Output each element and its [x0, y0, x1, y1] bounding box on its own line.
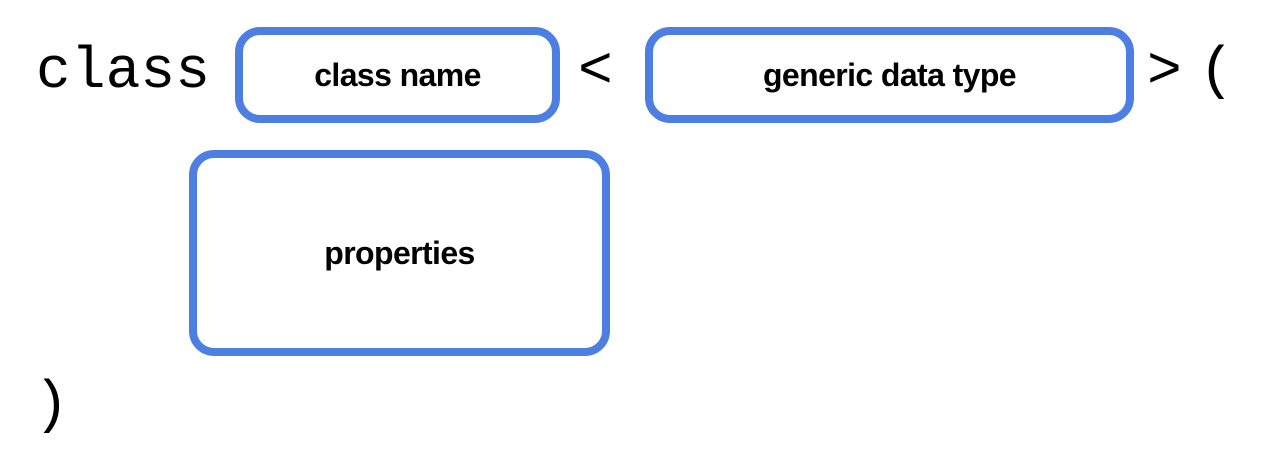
slot-properties[interactable]: properties	[189, 150, 610, 356]
slot-class-name[interactable]: class name	[235, 27, 560, 123]
angle-bracket-close-token: >	[1147, 40, 1182, 105]
slot-generic-data-type[interactable]: generic data type	[645, 27, 1134, 123]
parenthesis-open-token: (	[1199, 40, 1234, 105]
slot-generic-data-type-label: generic data type	[762, 57, 1017, 93]
slot-class-name-label: class name	[314, 57, 481, 93]
slot-properties-label: properties	[324, 235, 475, 271]
keyword-class-token: class	[36, 40, 211, 105]
parenthesis-close-token: )	[34, 374, 69, 439]
angle-bracket-open-token: <	[578, 40, 613, 105]
